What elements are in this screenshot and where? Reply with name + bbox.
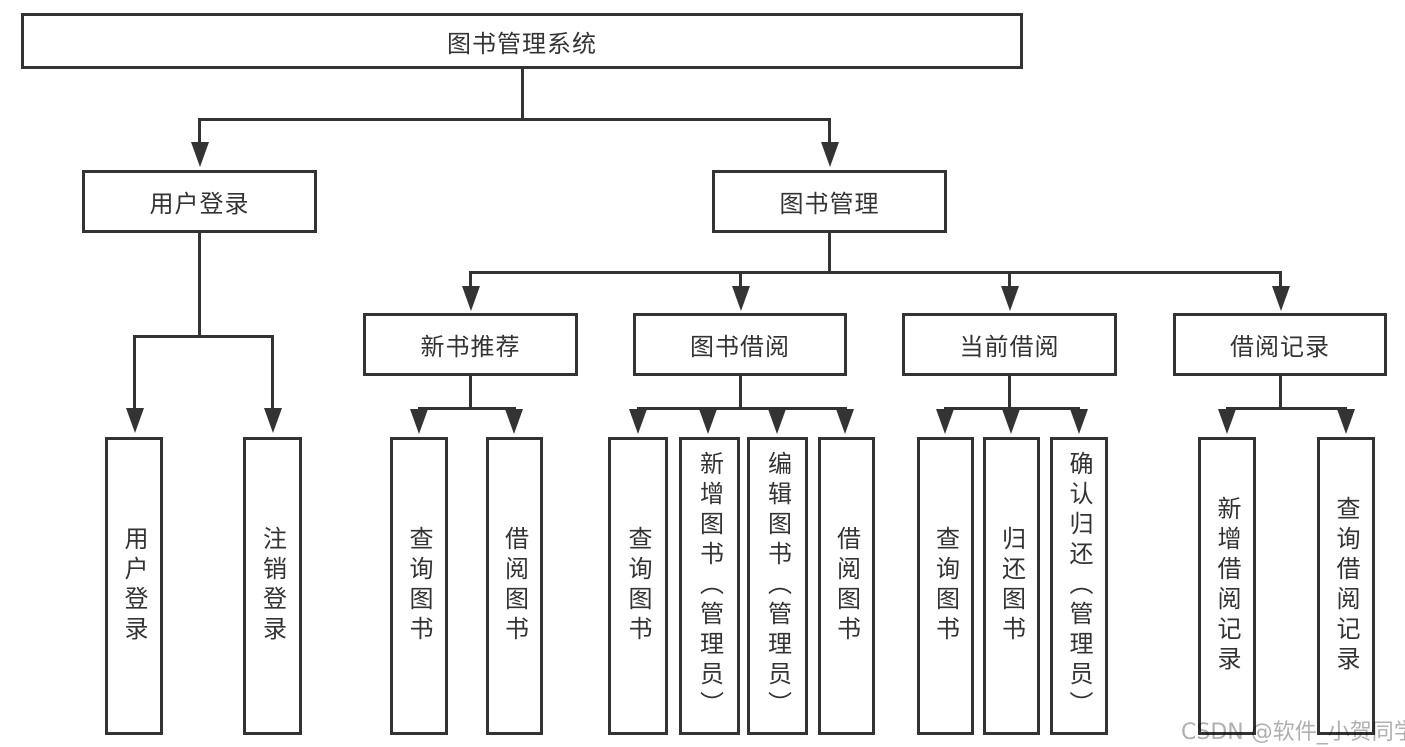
connector-line [198,118,201,146]
leaf-edit-books-admin: 编辑图书（管理员） [747,437,808,735]
node-user-login-label: 用户登录 [149,190,250,218]
arrow-down-icon [1272,286,1290,311]
leaf-query-borrow-record: 查询借阅记录 [1317,437,1375,735]
leaf-edit-books-admin-label: 编辑图书（管理员） [763,451,792,721]
arrow-down-icon [1337,409,1355,434]
leaf-query-borrow-record-label: 查询借阅记录 [1332,496,1360,676]
leaf-borrow-books-recommend: 借阅图书 [486,437,543,735]
leaf-add-books-admin: 新增图书（管理员） [679,437,740,735]
leaf-query-books-current: 查询图书 [917,437,974,735]
connector-line [1226,407,1347,410]
connector-line [739,376,742,410]
leaf-query-books-borrow-label: 查询图书 [624,526,652,646]
arrow-down-icon [768,409,786,434]
connector-line [469,376,472,410]
connector-line [1279,376,1282,410]
leaf-confirm-return-admin: 确认归还（管理员） [1050,437,1108,735]
node-root: 图书管理系统 [21,13,1023,69]
connector-line [469,271,472,288]
arrow-down-icon [264,408,282,433]
connector-line [1008,376,1011,410]
leaf-user-login: 用户登录 [105,437,163,735]
node-borrow-records: 借阅记录 [1173,313,1387,376]
connector-line [271,335,274,411]
connector-line [418,407,516,410]
leaf-add-borrow-record: 新增借阅记录 [1198,437,1256,735]
leaf-query-books-recommend: 查询图书 [390,437,448,735]
arrow-down-icon [629,409,647,434]
leaf-query-books-recommend-label: 查询图书 [405,526,433,646]
leaf-return-books: 归还图书 [983,437,1040,735]
leaf-query-books-current-label: 查询图书 [931,526,960,646]
leaf-borrow-books-recommend-label: 借阅图书 [500,526,529,646]
connector-line [198,118,831,121]
leaf-add-books-admin-label: 新增图书（管理员） [695,451,724,721]
connector-line [133,335,274,338]
arrow-down-icon [1218,409,1236,434]
connector-line [739,271,742,288]
connector-line [944,407,1080,410]
leaf-logout: 注销登录 [243,437,302,735]
leaf-borrow-books-borrow: 借阅图书 [818,437,875,735]
leaf-query-books-borrow: 查询图书 [608,437,668,735]
node-book-borrow: 图书借阅 [633,313,847,376]
connector-line [828,233,831,274]
leaf-logout-label: 注销登录 [258,526,287,646]
arrow-down-icon [1002,409,1020,434]
leaf-borrow-books-borrow-label: 借阅图书 [832,526,861,646]
leaf-return-books-label: 归还图书 [997,526,1026,646]
arrow-down-icon [1001,286,1019,311]
node-new-book-recommend-label: 新书推荐 [420,333,521,361]
arrow-down-icon [836,409,854,434]
leaf-add-borrow-record-label: 新增借阅记录 [1213,496,1241,676]
node-user-login: 用户登录 [82,170,317,233]
connector-line [521,68,524,118]
arrow-down-icon [821,142,839,167]
leaf-user-login-label: 用户登录 [120,526,148,646]
arrow-down-icon [462,286,480,311]
node-book-management: 图书管理 [712,170,947,233]
arrow-down-icon [936,409,954,434]
csdn-watermark: CSDN @软件_小贺同学 [1181,720,1405,745]
arrow-down-icon [505,409,523,434]
connector-line [469,271,1281,274]
arrow-down-icon [699,409,717,434]
arrow-down-icon [191,142,209,167]
node-new-book-recommend: 新书推荐 [363,313,578,376]
connector-line [1279,271,1282,288]
arrow-down-icon [410,409,428,434]
arrow-down-icon [126,408,144,433]
node-borrow-records-label: 借阅记录 [1230,333,1330,361]
node-book-management-label: 图书管理 [779,190,880,218]
connector-line [637,407,847,410]
node-root-label: 图书管理系统 [447,29,597,58]
connector-line [828,118,831,146]
arrow-down-icon [732,286,750,311]
leaf-confirm-return-admin-label: 确认归还（管理员） [1065,451,1093,721]
connector-line [1008,271,1011,288]
node-book-borrow-label: 图书借阅 [690,333,790,361]
node-current-borrow: 当前借阅 [902,313,1117,376]
connector-line [133,335,136,411]
arrow-down-icon [1070,409,1088,434]
connector-line [198,233,201,337]
node-current-borrow-label: 当前借阅 [959,333,1060,361]
